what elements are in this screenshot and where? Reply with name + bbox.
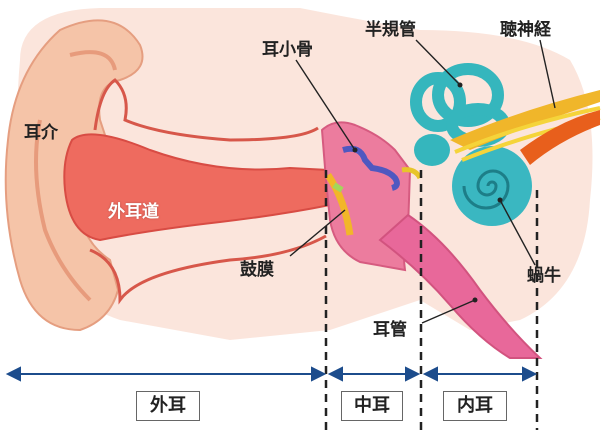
auditory-nerve-label: 聴神経 [500,22,551,39]
ossicle-pointer-dot [353,148,358,153]
ear-canal-label: 外耳道 [108,204,159,221]
cochlea-pointer-dot [498,198,503,203]
ossicles-label: 耳小骨 [262,42,313,59]
middle-ear-region-label: 中耳 [341,391,403,421]
canal-pointer-dot [458,83,463,88]
eustachian-pointer-dot [473,298,478,303]
vestibule [414,134,450,166]
region-arrows [8,368,535,380]
inner-ear-region-label: 内耳 [443,391,507,421]
pinna-label: 耳介 [24,125,58,142]
eustachian-tube-label: 耳管 [373,322,407,339]
outer-ear-region-label: 外耳 [136,391,200,421]
eardrum-highlight [334,185,342,190]
eardrum-label: 鼓膜 [240,262,274,279]
cochlea-label: 蝸牛 [527,268,561,285]
semicircular-canals-label: 半規管 [365,22,416,39]
